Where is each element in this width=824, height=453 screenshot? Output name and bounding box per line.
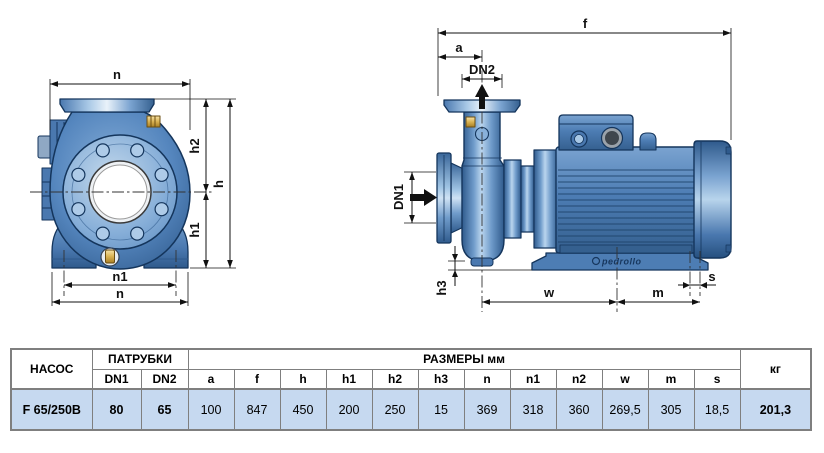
sub-header-h3: h3 xyxy=(417,368,465,390)
cell-h3: 15 xyxy=(417,388,465,431)
cell-n1: 318 xyxy=(509,388,557,431)
header-row-sub: DN1 DN2 a f h h1 h2 h3 n n1 n2 w m s xyxy=(11,368,811,390)
flow-arrow-dn1 xyxy=(410,189,437,206)
brand-logo: pedrollo xyxy=(591,257,642,267)
cell-model: F 65/250B xyxy=(10,388,93,431)
cell-w: 269,5 xyxy=(601,388,649,431)
extension-lines xyxy=(49,28,732,306)
sub-header-h2: h2 xyxy=(371,368,419,390)
small-dim-arrows xyxy=(452,254,707,289)
cell-f: 847 xyxy=(233,388,281,431)
pipe-brass-plug xyxy=(465,116,476,128)
sub-header-h: h xyxy=(279,368,327,390)
dim-label-n1: n1 xyxy=(112,269,127,284)
technical-drawing: pedrollo xyxy=(30,16,732,312)
col-header-pump: НАСОС xyxy=(10,348,93,390)
dim-label-h2: h2 xyxy=(187,138,202,153)
brand-logo-text: pedrollo xyxy=(601,257,642,267)
dim-label-h: h xyxy=(211,180,226,188)
sub-header-s: s xyxy=(693,368,741,390)
cell-weight: 201,3 xyxy=(739,388,812,431)
lantern-bracket xyxy=(503,149,559,249)
pump-drawing-svg: pedrollo xyxy=(30,16,732,312)
dim-label-dn1: DN1 xyxy=(391,184,406,210)
sub-header-n2: n2 xyxy=(555,368,603,390)
cell-n: 369 xyxy=(463,388,511,431)
lifting-lug xyxy=(639,132,657,151)
spec-table: НАСОС ПАТРУБКИ РАЗМЕРЫ мм кг DN1 DN2 a f… xyxy=(10,348,813,431)
cell-h1: 200 xyxy=(325,388,373,431)
drain-plug xyxy=(100,247,120,267)
dim-label-w: w xyxy=(543,285,555,300)
cell-n2: 360 xyxy=(555,388,603,431)
dim-label-m: m xyxy=(652,285,664,300)
terminal-box xyxy=(558,114,634,151)
bolt-holes xyxy=(71,143,169,241)
sub-header-f: f xyxy=(233,368,281,390)
sub-header-dn1: DN1 xyxy=(91,368,142,390)
cell-m: 305 xyxy=(647,388,695,431)
dim-label-h3: h3 xyxy=(434,280,449,295)
cell-h: 450 xyxy=(279,388,327,431)
discharge-flange-front xyxy=(59,98,155,113)
flow-arrow-dn2 xyxy=(475,84,489,109)
col-header-dims: РАЗМЕРЫ мм xyxy=(187,348,741,370)
col-header-weight: кг xyxy=(739,348,812,390)
sub-header-dn2: DN2 xyxy=(140,368,189,390)
sub-header-w: w xyxy=(601,368,649,390)
dim-label-n-bottom: n xyxy=(116,286,124,301)
vent-plug xyxy=(146,115,161,128)
dim-label-s: s xyxy=(708,269,715,284)
dim-label-h1: h1 xyxy=(187,222,202,237)
data-row: F 65/250B 80 65 100 847 450 200 250 15 3… xyxy=(10,388,812,431)
cell-a: 100 xyxy=(187,388,235,431)
header-row-groups: НАСОС ПАТРУБКИ РАЗМЕРЫ мм кг xyxy=(10,348,812,390)
dim-label-a: a xyxy=(455,40,463,55)
motor-fins xyxy=(558,169,694,243)
pump-side-view: pedrollo xyxy=(436,99,732,271)
cell-dn1: 80 xyxy=(91,388,142,431)
sub-header-m: m xyxy=(647,368,695,390)
sub-header-a: a xyxy=(187,368,235,390)
cell-dn2: 65 xyxy=(140,388,189,431)
dim-label-dn2: DN2 xyxy=(469,62,495,77)
cell-s: 18,5 xyxy=(693,388,741,431)
fan-cover xyxy=(693,140,732,259)
col-header-ports: ПАТРУБКИ xyxy=(91,348,189,370)
pump-front-view xyxy=(37,98,191,270)
dim-label-n-top: n xyxy=(113,67,121,82)
sub-header-n: n xyxy=(463,368,511,390)
sub-header-n1: n1 xyxy=(509,368,557,390)
sub-header-h1: h1 xyxy=(325,368,373,390)
cell-h2: 250 xyxy=(371,388,419,431)
dim-label-f: f xyxy=(583,16,588,31)
